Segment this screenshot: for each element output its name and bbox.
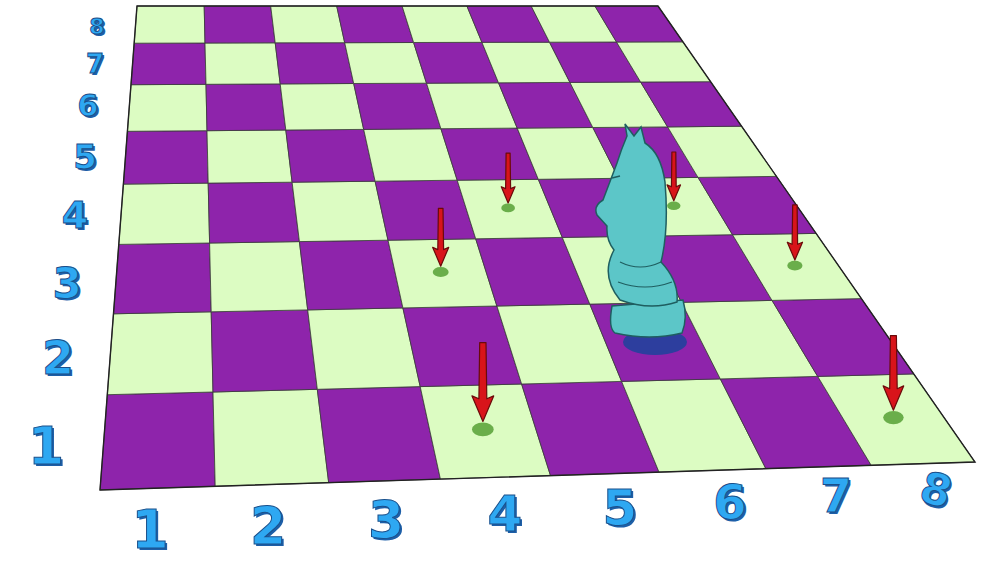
- knight-collar: [618, 262, 672, 287]
- board-square: [211, 310, 317, 392]
- row-number: 2: [42, 335, 74, 381]
- board-square: [119, 183, 210, 244]
- board-square: [114, 243, 212, 314]
- column-number: 7: [820, 473, 852, 519]
- row-number: 3: [52, 263, 81, 305]
- board-square: [127, 84, 207, 131]
- board-square: [354, 83, 441, 129]
- board-square: [204, 6, 275, 43]
- target-dot: [883, 411, 904, 424]
- board-square: [134, 6, 205, 43]
- knight-eye: [612, 176, 620, 178]
- board-square: [208, 182, 299, 243]
- row-number: 4: [62, 196, 88, 234]
- column-number: 4: [488, 489, 523, 539]
- column-number: 2: [250, 500, 286, 552]
- board-square: [280, 84, 364, 131]
- red-arrow: [433, 208, 449, 266]
- target-dot: [787, 261, 802, 271]
- row-number: 7: [86, 51, 104, 77]
- row-number: 1: [28, 420, 64, 472]
- column-number: 8: [915, 465, 957, 516]
- board-square: [308, 308, 421, 389]
- board-square: [337, 6, 414, 43]
- column-number: 3: [368, 494, 404, 546]
- board-square: [131, 43, 206, 85]
- board-outline: [100, 6, 975, 490]
- red-arrow: [787, 205, 802, 260]
- board-square: [107, 312, 213, 395]
- board-square: [317, 387, 440, 483]
- board-square: [698, 176, 816, 234]
- board-square: [345, 43, 427, 84]
- knight-body: [596, 124, 677, 306]
- board-square: [299, 240, 403, 310]
- red-arrow: [501, 153, 515, 203]
- board-square: [286, 129, 375, 182]
- row-number: 5: [73, 140, 97, 174]
- board-square: [123, 131, 208, 184]
- column-number: 1: [131, 503, 169, 557]
- target-dot: [667, 201, 680, 210]
- board-square: [210, 242, 308, 312]
- board-square: [271, 6, 345, 43]
- column-number: 6: [713, 478, 746, 526]
- target-dot: [433, 267, 449, 277]
- board-square: [207, 130, 292, 183]
- red-arrow: [472, 343, 494, 422]
- red-arrow: [883, 336, 904, 411]
- column-number: 5: [603, 483, 638, 533]
- target-dot: [472, 423, 494, 437]
- row-number: 6: [78, 91, 99, 121]
- board-square: [100, 392, 215, 490]
- knight-piece: [596, 124, 687, 355]
- board-square: [205, 43, 280, 85]
- board-squares: [100, 6, 975, 490]
- board-square: [206, 84, 286, 131]
- row-number: 8: [89, 16, 104, 38]
- board-square: [213, 389, 329, 486]
- board-square: [292, 181, 388, 241]
- board-square: [275, 43, 354, 84]
- red-arrow: [667, 152, 680, 201]
- target-dot: [501, 204, 515, 213]
